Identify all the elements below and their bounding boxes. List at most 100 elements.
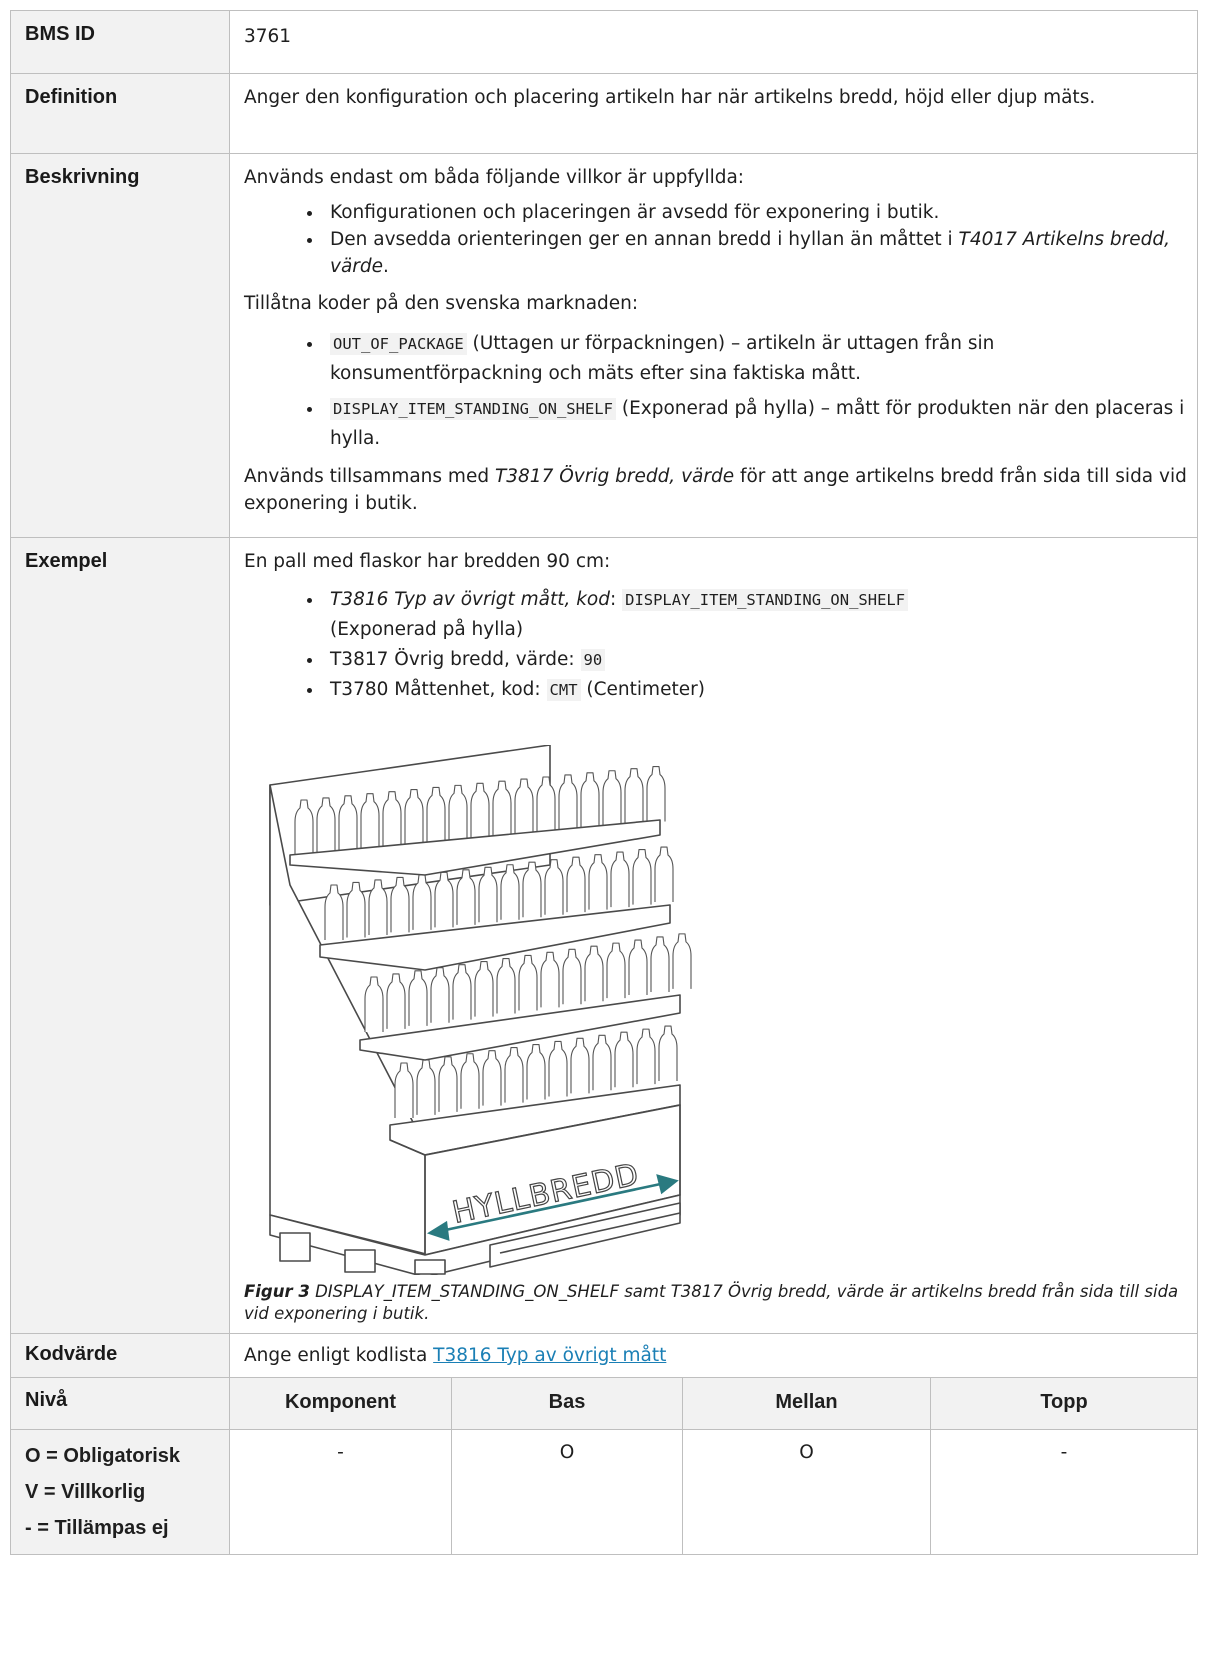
attribute-reference: T3816 Typ av övrigt mått, kod [330, 589, 610, 610]
example-text: T3817 Övrig bredd, värde: [330, 649, 581, 670]
usage-text: Används tillsammans med T3817 Övrig bred… [244, 463, 1187, 517]
code-description: (Exponerad på hylla) [330, 619, 524, 640]
legend-not-applicable: - = Tillämpas ej [25, 1517, 169, 1539]
bottle-shape [408, 970, 428, 1026]
code-value: CMT [546, 679, 581, 701]
row-level-header: Nivå Komponent Bas Mellan Topp [10, 1377, 1199, 1430]
bottle-shape [646, 766, 666, 822]
bottle-shape [360, 793, 380, 849]
legend-conditional: V = Villkorlig [25, 1481, 146, 1503]
bottle-shape [562, 948, 582, 1005]
level-label: Nivå [10, 1377, 230, 1430]
attribute-reference: T3817 Övrig bredd, värde [494, 466, 735, 487]
bottle-shape [456, 869, 476, 925]
row-example: Exempel En pall med flaskor har bredden … [10, 537, 1199, 1334]
bottle-shape [474, 961, 494, 1017]
bms-id-number: 3761 [244, 26, 292, 47]
example-text: T3780 Måttenhet, kod: [330, 679, 547, 700]
code-value: 90 [580, 649, 606, 671]
code-description: (Exponerad på hylla) – mått för produkte… [330, 398, 1185, 449]
bottle-shape [558, 774, 578, 830]
bottle-shape [404, 789, 424, 845]
bottle-shape [518, 954, 538, 1011]
bottle-shape [482, 1050, 502, 1106]
legend-mandatory: O = Obligatorisk [25, 1445, 181, 1467]
code-description: (Uttagen ur förpackningen) – artikeln är… [330, 333, 995, 384]
bottle-shape [610, 851, 630, 908]
level-header-middle: Mellan [682, 1377, 931, 1430]
bottle-shape [606, 942, 626, 999]
example-item: T3780 Måttenhet, kod: CMT (Centimeter) [324, 675, 1187, 705]
level-header-top: Topp [929, 1377, 1199, 1430]
code-value-label: Kodvärde [10, 1333, 230, 1378]
bottle-shape [430, 967, 450, 1023]
row-code-value: Kodvärde Ange enligt kodlista T3816 Typ … [10, 1333, 1199, 1378]
caption-number: Figur 3 [244, 1282, 310, 1301]
bottle-shape [580, 772, 600, 828]
bottle-shape [540, 951, 560, 1008]
bottle-shape [500, 864, 520, 920]
row-bms-id: BMS ID 3761 [10, 10, 1199, 74]
caption-text: DISPLAY_ITEM_STANDING_ON_SHELF samt T381… [244, 1282, 1179, 1323]
bottle-shape [324, 884, 344, 940]
level-legend: O = Obligatorisk V = Villkorlig - = Till… [10, 1429, 230, 1555]
level-value-component: - [229, 1429, 452, 1555]
example-list: T3816 Typ av övrigt mått, kod: DISPLAY_I… [244, 585, 1187, 705]
bottle-shape [416, 1059, 436, 1115]
condition-text: Den avsedda orienteringen ger en annan b… [330, 229, 959, 250]
level-value-base: O [451, 1429, 683, 1555]
level-value-top: - [929, 1429, 1199, 1555]
code-value-cell: Ange enligt kodlista T3816 Typ av övrigt… [228, 1333, 1199, 1378]
code-value: DISPLAY_ITEM_STANDING_ON_SHELF [622, 589, 909, 611]
bottle-shape [294, 799, 314, 855]
code-value: OUT_OF_PACKAGE [330, 333, 467, 355]
conditions-list: Konfigurationen och placeringen är avsed… [244, 199, 1187, 280]
example-item: T3816 Typ av övrigt mått, kod: DISPLAY_I… [324, 585, 1187, 645]
code-list-link[interactable]: T3816 Typ av övrigt mått [433, 1345, 667, 1366]
bottle-shape [592, 1034, 612, 1091]
bottle-shape [470, 782, 490, 839]
bottle-shape [614, 1031, 634, 1088]
condition-item: Konfigurationen och placeringen är avsed… [324, 199, 1187, 226]
figure-caption: Figur 3 DISPLAY_ITEM_STANDING_ON_SHELF s… [244, 1281, 1187, 1325]
bms-id-value: 3761 [228, 10, 1199, 74]
bottle-shape [654, 846, 674, 903]
bottle-shape [544, 859, 564, 915]
level-header-component: Komponent [229, 1377, 452, 1430]
separator: : [609, 589, 623, 610]
condition-item: Den avsedda orienteringen ger en annan b… [324, 226, 1187, 280]
bottle-shape [536, 776, 556, 833]
bottle-shape [584, 945, 604, 1002]
bottle-shape [338, 795, 358, 851]
bottle-shape [394, 1062, 414, 1118]
example-label: Exempel [10, 537, 230, 1334]
row-definition: Definition Anger den konfiguration och p… [10, 73, 1199, 154]
bottle-shape [548, 1040, 568, 1097]
usage-post: för att ange artikelns bredd från sida t… [244, 466, 1187, 514]
bottle-shape [636, 1028, 656, 1085]
example-item: T3817 Övrig bredd, värde: 90 [324, 645, 1187, 675]
bottle-shape [628, 939, 648, 996]
bottle-shape [448, 784, 468, 841]
row-description: Beskrivning Används endast om båda följa… [10, 153, 1199, 538]
codes-list: OUT_OF_PACKAGE (Uttagen ur förpackningen… [244, 329, 1187, 453]
bottle-shape [316, 797, 336, 853]
bottle-shape [624, 768, 644, 824]
bottle-shape [672, 933, 692, 989]
bottle-shape [346, 881, 366, 938]
bottle-shape [658, 1025, 678, 1082]
bottle-shape [570, 1037, 590, 1094]
bottle-shape [438, 1056, 458, 1112]
code-value-text: Ange enligt kodlista [244, 1345, 434, 1366]
example-value: En pall med flaskor har bredden 90 cm: T… [228, 537, 1199, 1334]
bottle-shape [514, 778, 534, 835]
definition-text: Anger den konfiguration och placering ar… [244, 87, 1096, 108]
description-intro: Används endast om båda följande villkor … [244, 167, 745, 188]
bottle-shape [504, 1047, 524, 1103]
bms-id-label: BMS ID [10, 10, 230, 74]
level-value-middle: O [682, 1429, 931, 1555]
attribute-spec-table: BMS ID 3761 Definition Anger den konfigu… [10, 10, 1199, 1555]
bottle-shape [368, 879, 388, 935]
codes-intro: Tillåtna koder på den svenska marknaden: [244, 293, 639, 314]
